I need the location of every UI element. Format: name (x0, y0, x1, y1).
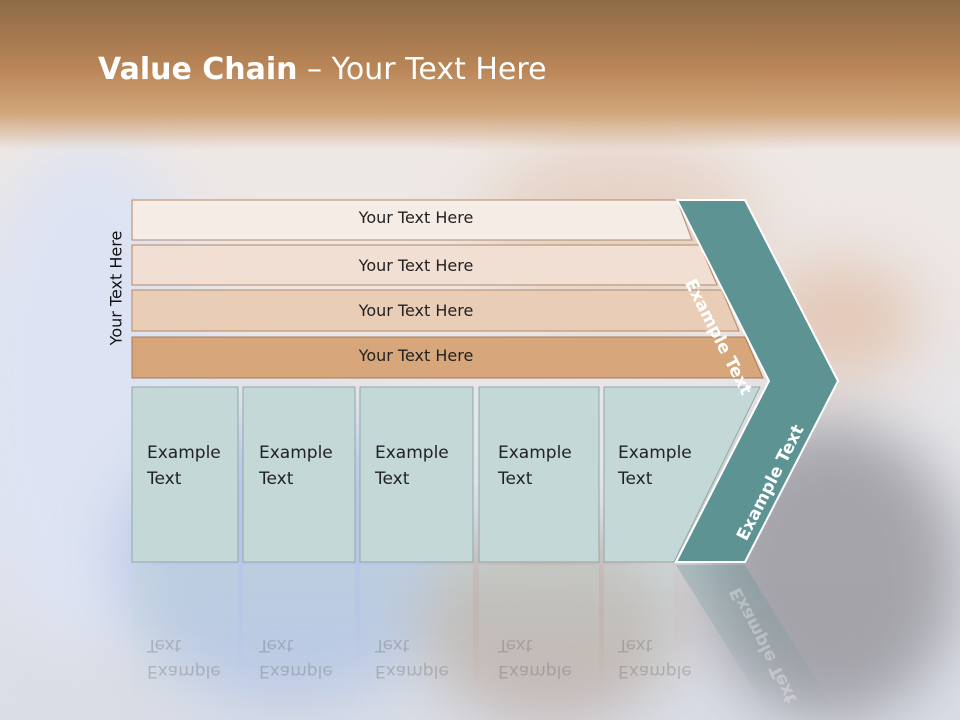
header-band (0, 0, 960, 150)
box-reflect-5-line2: Text (618, 635, 653, 655)
box-text-5-line2: Text (618, 469, 653, 489)
box-reflection-2 (243, 565, 355, 715)
box-3 (359, 386, 474, 563)
box-reflect-3-line1: Example (375, 661, 449, 681)
box-reflect-2-line1: Example (259, 661, 333, 681)
box-reflection-4 (479, 565, 599, 715)
chevron-arrow (674, 199, 840, 563)
box-text-5-line1: Example (618, 443, 692, 463)
box-reflection-5 (604, 565, 674, 715)
box-reflect-1-line1: Example (147, 661, 221, 681)
bar-2 (131, 244, 718, 286)
box-reflect-text-5: Example Text (618, 632, 708, 684)
title-bold: Value Chain (98, 52, 298, 87)
box-text-1-line1: Example (147, 443, 221, 463)
chevron-reflection (676, 565, 838, 715)
slide-title: Value Chain – Your Text Here (98, 52, 547, 87)
box-4 (478, 386, 600, 563)
box-reflection-1 (132, 565, 238, 715)
box-text-3-line2: Text (375, 469, 410, 489)
bar-label-1: Your Text Here (358, 208, 474, 227)
box-text-4-line2: Text (498, 469, 533, 489)
bar-label-3: Your Text Here (358, 301, 474, 320)
box-reflect-3-line2: Text (375, 635, 410, 655)
box-5 (603, 386, 761, 563)
box-2 (242, 386, 356, 563)
box-reflect-1-line2: Text (147, 635, 182, 655)
box-reflect-4-line2: Text (498, 635, 533, 655)
box-reflect-4-line1: Example (498, 661, 572, 681)
box-reflect-2-line2: Text (259, 635, 294, 655)
box-text-1-line2: Text (147, 469, 182, 489)
box-reflection-3 (360, 565, 473, 715)
bar-label-4: Your Text Here (358, 346, 474, 365)
box-reflect-text-3: Example Text (375, 632, 465, 684)
box-text-4-line1: Example (498, 443, 572, 463)
box-text-3-line1: Example (375, 443, 449, 463)
box-reflect-5-line1: Example (618, 661, 692, 681)
bar-1 (131, 199, 693, 241)
bar-3 (131, 289, 740, 332)
box-text-2-line1: Example (259, 443, 333, 463)
box-reflect-text-4: Example Text (498, 632, 588, 684)
title-rest: – Your Text Here (297, 52, 547, 87)
box-reflect-text-1: Example Text (147, 632, 237, 684)
box-text-2-line2: Text (259, 469, 294, 489)
bar-4 (131, 336, 764, 379)
box-1 (131, 386, 239, 563)
box-reflect-text-2: Example Text (259, 632, 349, 684)
reflection-group (132, 565, 838, 715)
bar-label-2: Your Text Here (358, 256, 474, 275)
